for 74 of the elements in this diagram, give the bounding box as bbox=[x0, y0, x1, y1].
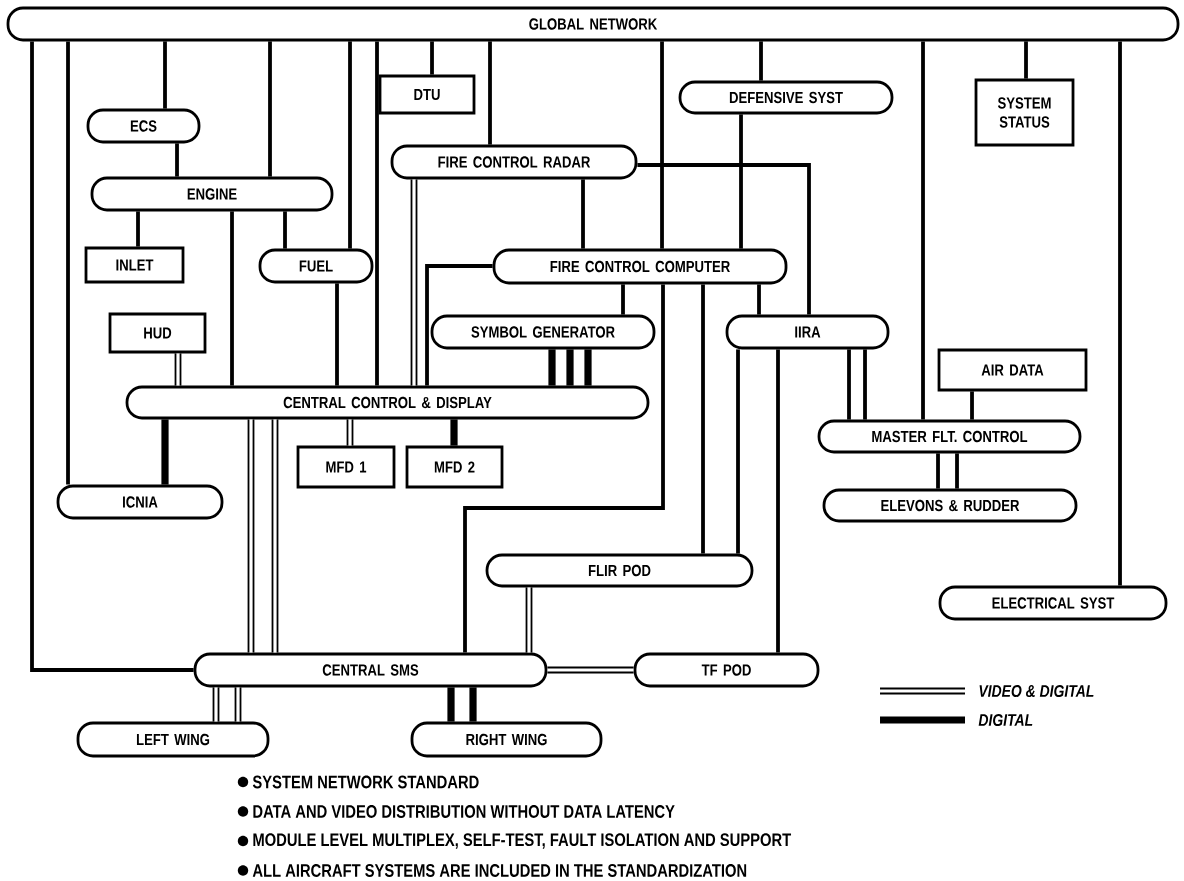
legend-label: VIDEO & DIGITAL bbox=[979, 685, 1094, 697]
connector-line bbox=[163, 41, 167, 109]
connector-line bbox=[955, 453, 959, 489]
connector-line bbox=[637, 163, 811, 315]
rounded-box: RIGHT WING bbox=[410, 721, 603, 758]
double-line bbox=[525, 587, 533, 653]
double-line bbox=[271, 419, 279, 653]
double-line bbox=[346, 419, 354, 446]
bullet-item: ALL AIRCRAFT SYSTEMS ARE INCLUDED IN THE STANDARDIZATION bbox=[237, 864, 747, 877]
connector-line bbox=[375, 41, 379, 386]
rounded-box: TF POD bbox=[633, 652, 820, 688]
rounded-box: ELECTRICAL SYST bbox=[938, 585, 1168, 621]
connector-line bbox=[660, 41, 664, 249]
rounded-box: FLIR POD bbox=[485, 553, 754, 588]
connector-line bbox=[759, 41, 763, 81]
connector-line bbox=[736, 349, 740, 554]
connector-line bbox=[230, 211, 234, 386]
rounded-box: ECS bbox=[86, 108, 201, 144]
connector-line bbox=[348, 41, 352, 249]
connector-line bbox=[335, 283, 339, 386]
connector-line bbox=[776, 349, 780, 653]
rounded-box: DEFENSIVE SYST bbox=[678, 80, 894, 115]
box: SYSTEM STATUS bbox=[974, 78, 1075, 147]
double-line bbox=[547, 666, 634, 674]
bullet-item: MODULE LEVEL MULTIPLEX, SELF-TEST, FAULT ISOLATION AND SUPPORT bbox=[237, 833, 791, 849]
connector-line bbox=[30, 41, 194, 672]
connector-line bbox=[175, 143, 179, 177]
double-line bbox=[174, 353, 182, 386]
connector-line bbox=[425, 264, 493, 386]
connector-line bbox=[863, 349, 867, 420]
double-line bbox=[247, 419, 255, 653]
connector-line bbox=[921, 41, 925, 420]
connector-line bbox=[970, 391, 974, 420]
legend-label: DIGITAL bbox=[978, 714, 1033, 726]
rounded-box: SYMBOL GENERATOR bbox=[430, 314, 656, 350]
box: MFD 1 bbox=[296, 445, 396, 489]
connector-line bbox=[463, 284, 665, 653]
box: INLET bbox=[84, 246, 185, 284]
rounded-box: FIRE CONTROL COMPUTER bbox=[492, 248, 788, 285]
connector-line bbox=[268, 41, 272, 177]
rounded-box: MASTER FLT. CONTROL bbox=[817, 419, 1082, 454]
connector-line bbox=[847, 349, 851, 420]
double-line bbox=[234, 687, 242, 722]
box: HUD bbox=[108, 312, 207, 354]
rounded-box: ICNIA bbox=[56, 484, 224, 520]
connector-line bbox=[283, 211, 287, 249]
double-line bbox=[212, 687, 220, 722]
rounded-box: LEFT WING bbox=[76, 721, 270, 758]
double-line bbox=[410, 179, 418, 386]
bullet-item: DATA AND VIDEO DISTRIBUTION WITHOUT DATA LATENCY bbox=[237, 805, 675, 818]
box: MFD 2 bbox=[405, 445, 504, 489]
bullet-item: SYSTEM NETWORK STANDARD bbox=[237, 775, 479, 789]
rounded-box: IIRA bbox=[725, 314, 890, 350]
rounded-box: CENTRAL SMS bbox=[193, 652, 548, 688]
connector-line bbox=[66, 41, 70, 485]
box: DTU bbox=[378, 74, 476, 115]
connector-line bbox=[757, 284, 761, 315]
rounded-box: ELEVONS & RUDDER bbox=[822, 488, 1078, 523]
connector-line bbox=[430, 41, 434, 75]
connector-line bbox=[701, 284, 705, 554]
connector-line bbox=[1118, 41, 1122, 586]
rounded-box: FUEL bbox=[258, 248, 374, 284]
rounded-box: CENTRAL CONTROL & DISPLAY bbox=[125, 385, 650, 420]
connector-line bbox=[136, 211, 140, 247]
connector-line bbox=[621, 284, 625, 315]
connector-line bbox=[488, 41, 492, 145]
rounded-box: GLOBAL NETWORK bbox=[6, 6, 1180, 42]
connector-line bbox=[739, 114, 743, 249]
connector-line bbox=[936, 453, 940, 489]
connector-line bbox=[1024, 41, 1028, 79]
rounded-box: FIRE CONTROL RADAR bbox=[390, 144, 638, 180]
connector-line bbox=[581, 179, 585, 249]
box: AIR DATA bbox=[937, 348, 1088, 392]
rounded-box: ENGINE bbox=[90, 176, 334, 212]
